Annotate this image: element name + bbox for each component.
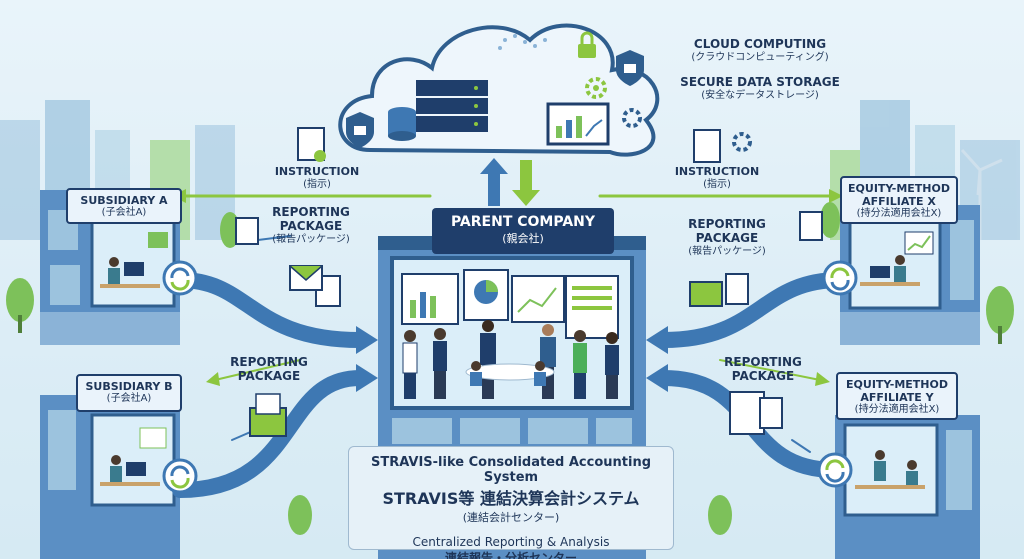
server-icon xyxy=(416,80,488,132)
instruction-right-label: INSTRUCTION (指示) xyxy=(662,165,772,190)
subsidiary-b-building xyxy=(40,395,180,559)
affiliate-y-building xyxy=(835,415,980,559)
secure-storage-jp: (安全なデータストレージ) xyxy=(701,89,819,101)
system-title-en: STRAVIS-like Consolidated Accounting Sys… xyxy=(370,455,652,485)
affiliate-y-jp: (持分法適用会社X) xyxy=(854,404,940,416)
gear-icon xyxy=(732,132,752,152)
parent-company-card: PARENT COMPANY (親会社) xyxy=(432,208,614,254)
reporting-right-bottom-line1: REPORTING xyxy=(724,355,802,369)
subsidiary-b-title: SUBSIDIARY B xyxy=(85,380,173,393)
subsidiary-a-title: SUBSIDIARY A xyxy=(80,194,168,207)
reporting-package-right-top: REPORTING PACKAGE (報告パッケージ) xyxy=(668,217,786,257)
reporting-analysis-jp: 連結報告・分析センター xyxy=(444,551,577,559)
affiliate-y-line2: AFFILIATE Y xyxy=(860,391,934,405)
reporting-left-top-line1: REPORTING xyxy=(272,205,350,219)
cloud-computing-title: CLOUD COMPUTING xyxy=(693,37,827,51)
flow-arrows xyxy=(172,158,848,498)
reporting-left-bottom-line2: PACKAGE xyxy=(237,368,301,383)
subsidiary-b-card: SUBSIDIARY B (子会社A) xyxy=(76,374,182,412)
instruction-right-en: INSTRUCTION xyxy=(674,165,760,178)
reporting-right-top-line2: PACKAGE xyxy=(695,230,759,245)
subsidiary-a-card: SUBSIDIARY A (子会社A) xyxy=(66,188,182,224)
parent-company-title: PARENT COMPANY xyxy=(450,214,596,230)
reporting-right-top-line1: REPORTING xyxy=(688,217,766,231)
secure-storage-label: SECURE DATA STORAGE (安全なデータストレージ) xyxy=(660,75,860,101)
subsidiary-b-jp: (子会社A) xyxy=(106,393,152,405)
secure-storage-title: SECURE DATA STORAGE xyxy=(680,75,840,89)
affiliate-x-card: EQUITY-METHOD AFFILIATE X (持分法適用会社X) xyxy=(840,176,958,224)
instruction-left-jp: (指示) xyxy=(303,178,331,190)
affiliate-x-line2: AFFILIATE X xyxy=(862,195,936,209)
reporting-left-top-jp: (報告パッケージ) xyxy=(272,233,350,245)
shield-icon xyxy=(346,50,644,148)
consolidation-system-card: STRAVIS-like Consolidated Accounting Sys… xyxy=(348,446,674,559)
reporting-left-top-line2: PACKAGE xyxy=(279,218,343,233)
padlock-icon xyxy=(578,31,596,58)
reporting-right-bottom-line2: PACKAGE xyxy=(731,368,795,383)
parent-company-jp: (親会社) xyxy=(502,231,544,245)
affiliate-x-jp: (持分法適用会社X) xyxy=(856,208,942,220)
reporting-package-right-bottom: REPORTING PACKAGE xyxy=(704,355,822,384)
sync-icon xyxy=(162,260,858,494)
reporting-right-top-jp: (報告パッケージ) xyxy=(688,245,766,257)
cloud-computing-label: CLOUD COMPUTING (クラウドコンピューティング) xyxy=(660,37,860,63)
reporting-package-left-bottom: REPORTING PACKAGE xyxy=(210,355,328,384)
parent-company-building xyxy=(378,236,646,559)
affiliate-y-card: EQUITY-METHOD AFFILIATE Y (持分法適用会社X) xyxy=(836,372,958,420)
instruction-left-label: INSTRUCTION (指示) xyxy=(262,165,372,190)
system-title-jp: STRAVIS等 連結決算会計システム xyxy=(382,489,640,508)
affiliate-y-line1: EQUITY-METHOD xyxy=(846,378,948,391)
instruction-right-jp: (指示) xyxy=(703,178,731,190)
cloud-icon xyxy=(338,23,660,157)
affiliate-x-line1: EQUITY-METHOD xyxy=(848,182,950,195)
analytics-monitor-icon xyxy=(546,102,610,146)
envelope-icon xyxy=(249,265,749,437)
subsidiary-a-jp: (子会社A) xyxy=(101,207,147,219)
database-icon xyxy=(388,107,416,141)
gear-icon xyxy=(585,77,642,128)
system-subtitle-jp: (連結会計センター) xyxy=(462,511,560,524)
reporting-analysis-en: Centralized Reporting & Analysis xyxy=(412,535,610,549)
cloud-computing-jp: (クラウドコンピューティング) xyxy=(691,51,829,63)
instruction-left-en: INSTRUCTION xyxy=(274,165,360,178)
affiliate-x-building xyxy=(840,205,980,345)
reporting-left-bottom-line1: REPORTING xyxy=(230,355,308,369)
reporting-package-left-top: REPORTING PACKAGE (報告パッケージ) xyxy=(252,205,370,245)
